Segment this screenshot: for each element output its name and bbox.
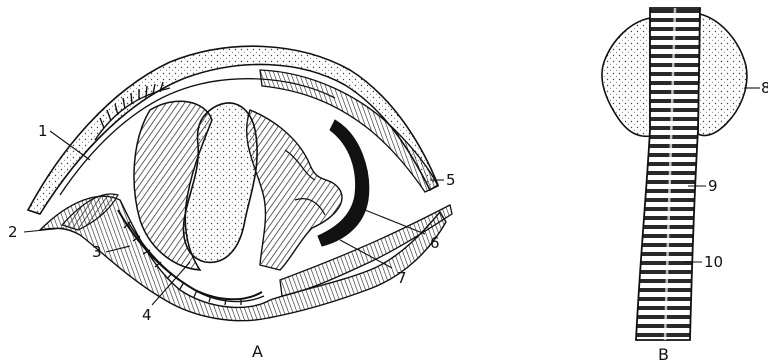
label-9: 9 [708,177,718,195]
label-5: 5 [446,171,456,189]
panel-b-caption: B [658,345,669,363]
label-4: 4 [142,306,152,324]
label-6: 6 [430,234,440,252]
label-10: 10 [704,253,723,271]
panel-a-caption: A [252,342,263,361]
panel-b-illustration [602,8,747,340]
panel-a-illustration [28,46,452,320]
label-7: 7 [397,269,407,287]
label-8: 8 [761,79,768,97]
right-lobe [698,14,747,136]
label-2: 2 [8,223,18,241]
left-lobe [602,18,650,136]
central-folded-mass [247,110,342,270]
label-1: 1 [38,122,48,140]
label-3: 3 [92,243,102,261]
